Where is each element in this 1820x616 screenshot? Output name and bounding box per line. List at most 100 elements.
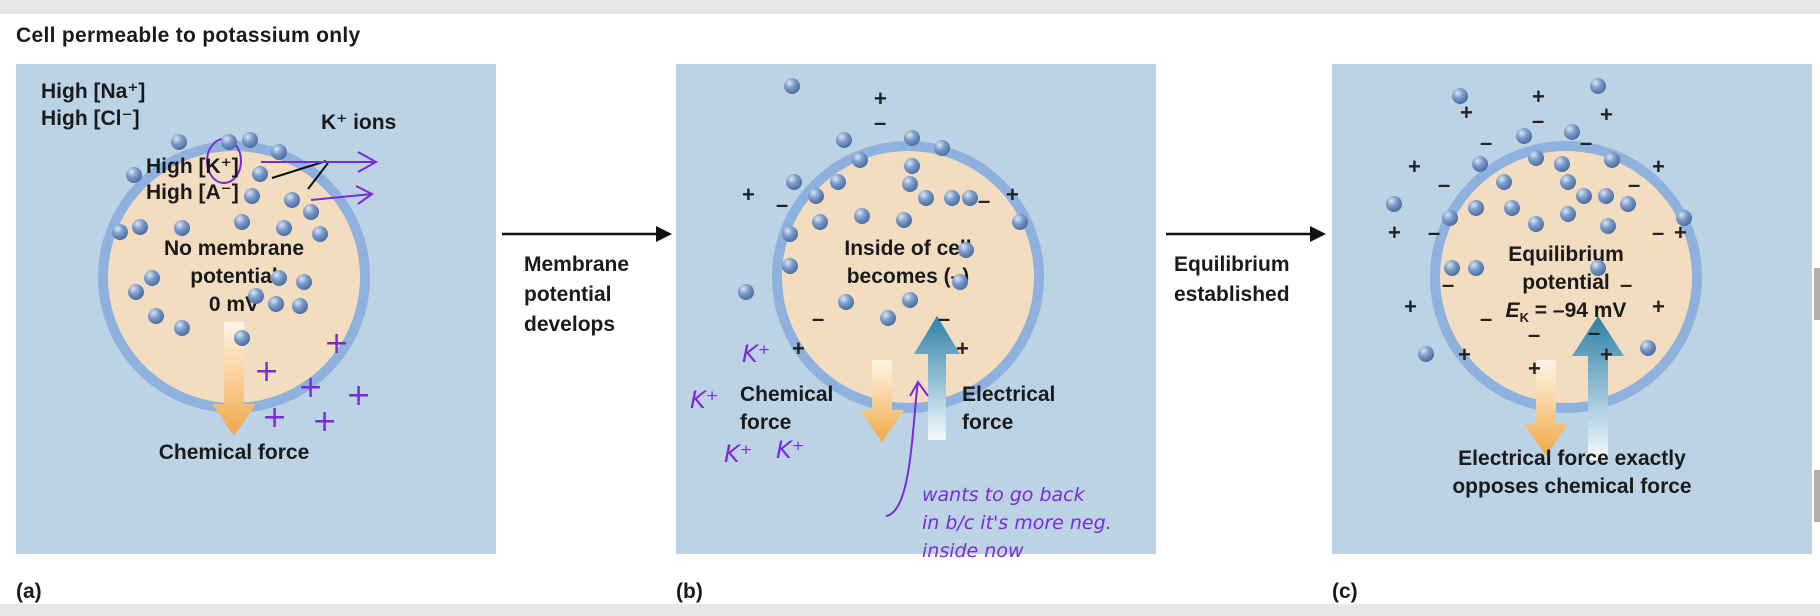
k-ion [852,152,868,168]
k-ion [248,288,264,304]
minus-charge: – [1480,130,1493,155]
k-ion [1598,188,1614,204]
k-ion [1528,150,1544,166]
plus-charge: + [1404,294,1417,319]
minus-charge: – [1480,306,1493,331]
k-ion [132,219,148,235]
ink-plus: + [346,378,372,413]
plus-charge: + [1652,294,1665,319]
inside-b-line2: becomes (–) [846,265,970,288]
k-ion [904,130,920,146]
k-ion [786,174,802,190]
ek-value-label: EK = –94 mV [1436,296,1696,332]
figure-canvas: Cell permeable to potassium only [0,14,1820,604]
k-ion [1576,188,1592,204]
k-ion [284,192,300,208]
k-ion [958,242,974,258]
k-ion [221,134,237,150]
caption-c-line1: Electrical force exactly [1458,447,1686,470]
plus-charge: + [742,182,755,207]
k-ion [1472,156,1488,172]
minus-charge: – [1652,220,1665,245]
panel-a: High [Na⁺] High [Cl⁻] K⁺ ions High [K⁺] … [16,64,496,554]
k-ion [784,78,800,94]
ink-return-arrow [885,380,929,517]
scrollbar-segment[interactable] [1814,470,1820,522]
k-ion [1418,346,1434,362]
k-ion [296,274,312,290]
potential-a-value: 0 mV [208,293,260,316]
k-ion [271,270,287,286]
k-ion [904,158,920,174]
k-ion [952,274,968,290]
k-ion [112,224,128,240]
k-ion [174,220,190,236]
panel-b: Inside of cell becomes (–) Chemical forc… [676,64,1156,554]
k-ion [1600,218,1616,234]
transition-2-line1: Equilibrium [1174,253,1290,276]
electrical-force-arrow-c [1572,316,1624,460]
k-ion [1504,200,1520,216]
k-ion [1528,216,1544,232]
plus-charge: + [1674,220,1687,245]
caption-c-line2: opposes chemical force [1452,475,1692,498]
ink-note-line3: inside now [922,540,1024,562]
minus-charge: – [1580,130,1593,155]
k-ion [944,190,960,206]
k-ion [782,258,798,274]
k-ion [303,204,319,220]
k-ion [1564,124,1580,140]
scrollbar-segment[interactable] [1814,268,1820,320]
minus-charge: – [1442,272,1455,297]
ink-k-ion: K⁺ [690,386,719,414]
transition-1-line2: potential [524,283,612,306]
plus-charge: + [1528,356,1541,381]
ink-k-ion: K⁺ [742,340,771,368]
potential-a-line1: No membrane [163,237,305,260]
k-ion [896,212,912,228]
minus-charge: – [1438,172,1451,197]
panel-c: Equilibrium potential EK = –94 mV Electr… [1332,64,1812,554]
k-ion [934,140,950,156]
k-ion [854,208,870,224]
k-ion [174,320,190,336]
ink-k-ion: K⁺ [776,436,805,464]
minus-charge: – [1588,320,1601,345]
plus-charge: + [792,336,805,361]
k-ion [234,214,250,230]
minus-charge: – [874,110,887,135]
cell-c-interior [1440,151,1692,403]
panel-b-graphics [772,141,1044,517]
transition-1-line3: develops [524,313,616,336]
minus-charge: – [1620,272,1633,297]
k-ion [812,214,828,230]
minus-charge: – [978,188,991,213]
k-ion [271,144,287,160]
ink-plus: + [254,354,280,389]
ink-plus: + [312,404,338,439]
chemical-force-arrow-a [212,322,256,436]
cell-b-interior [782,151,1034,403]
outside-na-label: High [Na⁺] [41,80,146,103]
transition-2-line2: established [1174,283,1290,306]
k-ion [244,188,260,204]
k-ion [268,296,284,312]
k-ion [1560,206,1576,222]
outside-cl-label: High [Cl⁻] [41,107,140,130]
panel-b-letter: (b) [676,580,703,603]
ink-k-ion: K⁺ [724,440,753,468]
k-ion [252,166,268,182]
k-ion [808,188,824,204]
k-ion [918,190,934,206]
minus-charge: – [1428,220,1441,245]
chemical-force-arrow-b [860,360,904,442]
figure-title: Cell permeable to potassium only [16,24,361,47]
plus-charge: + [1458,342,1471,367]
k-ion [1496,174,1512,190]
k-ion [276,220,292,236]
k-ion [1444,260,1460,276]
k-ion [1590,260,1606,276]
k-ion [292,298,308,314]
minus-charge: – [1628,172,1641,197]
potential-a-line2: potential [190,265,278,288]
